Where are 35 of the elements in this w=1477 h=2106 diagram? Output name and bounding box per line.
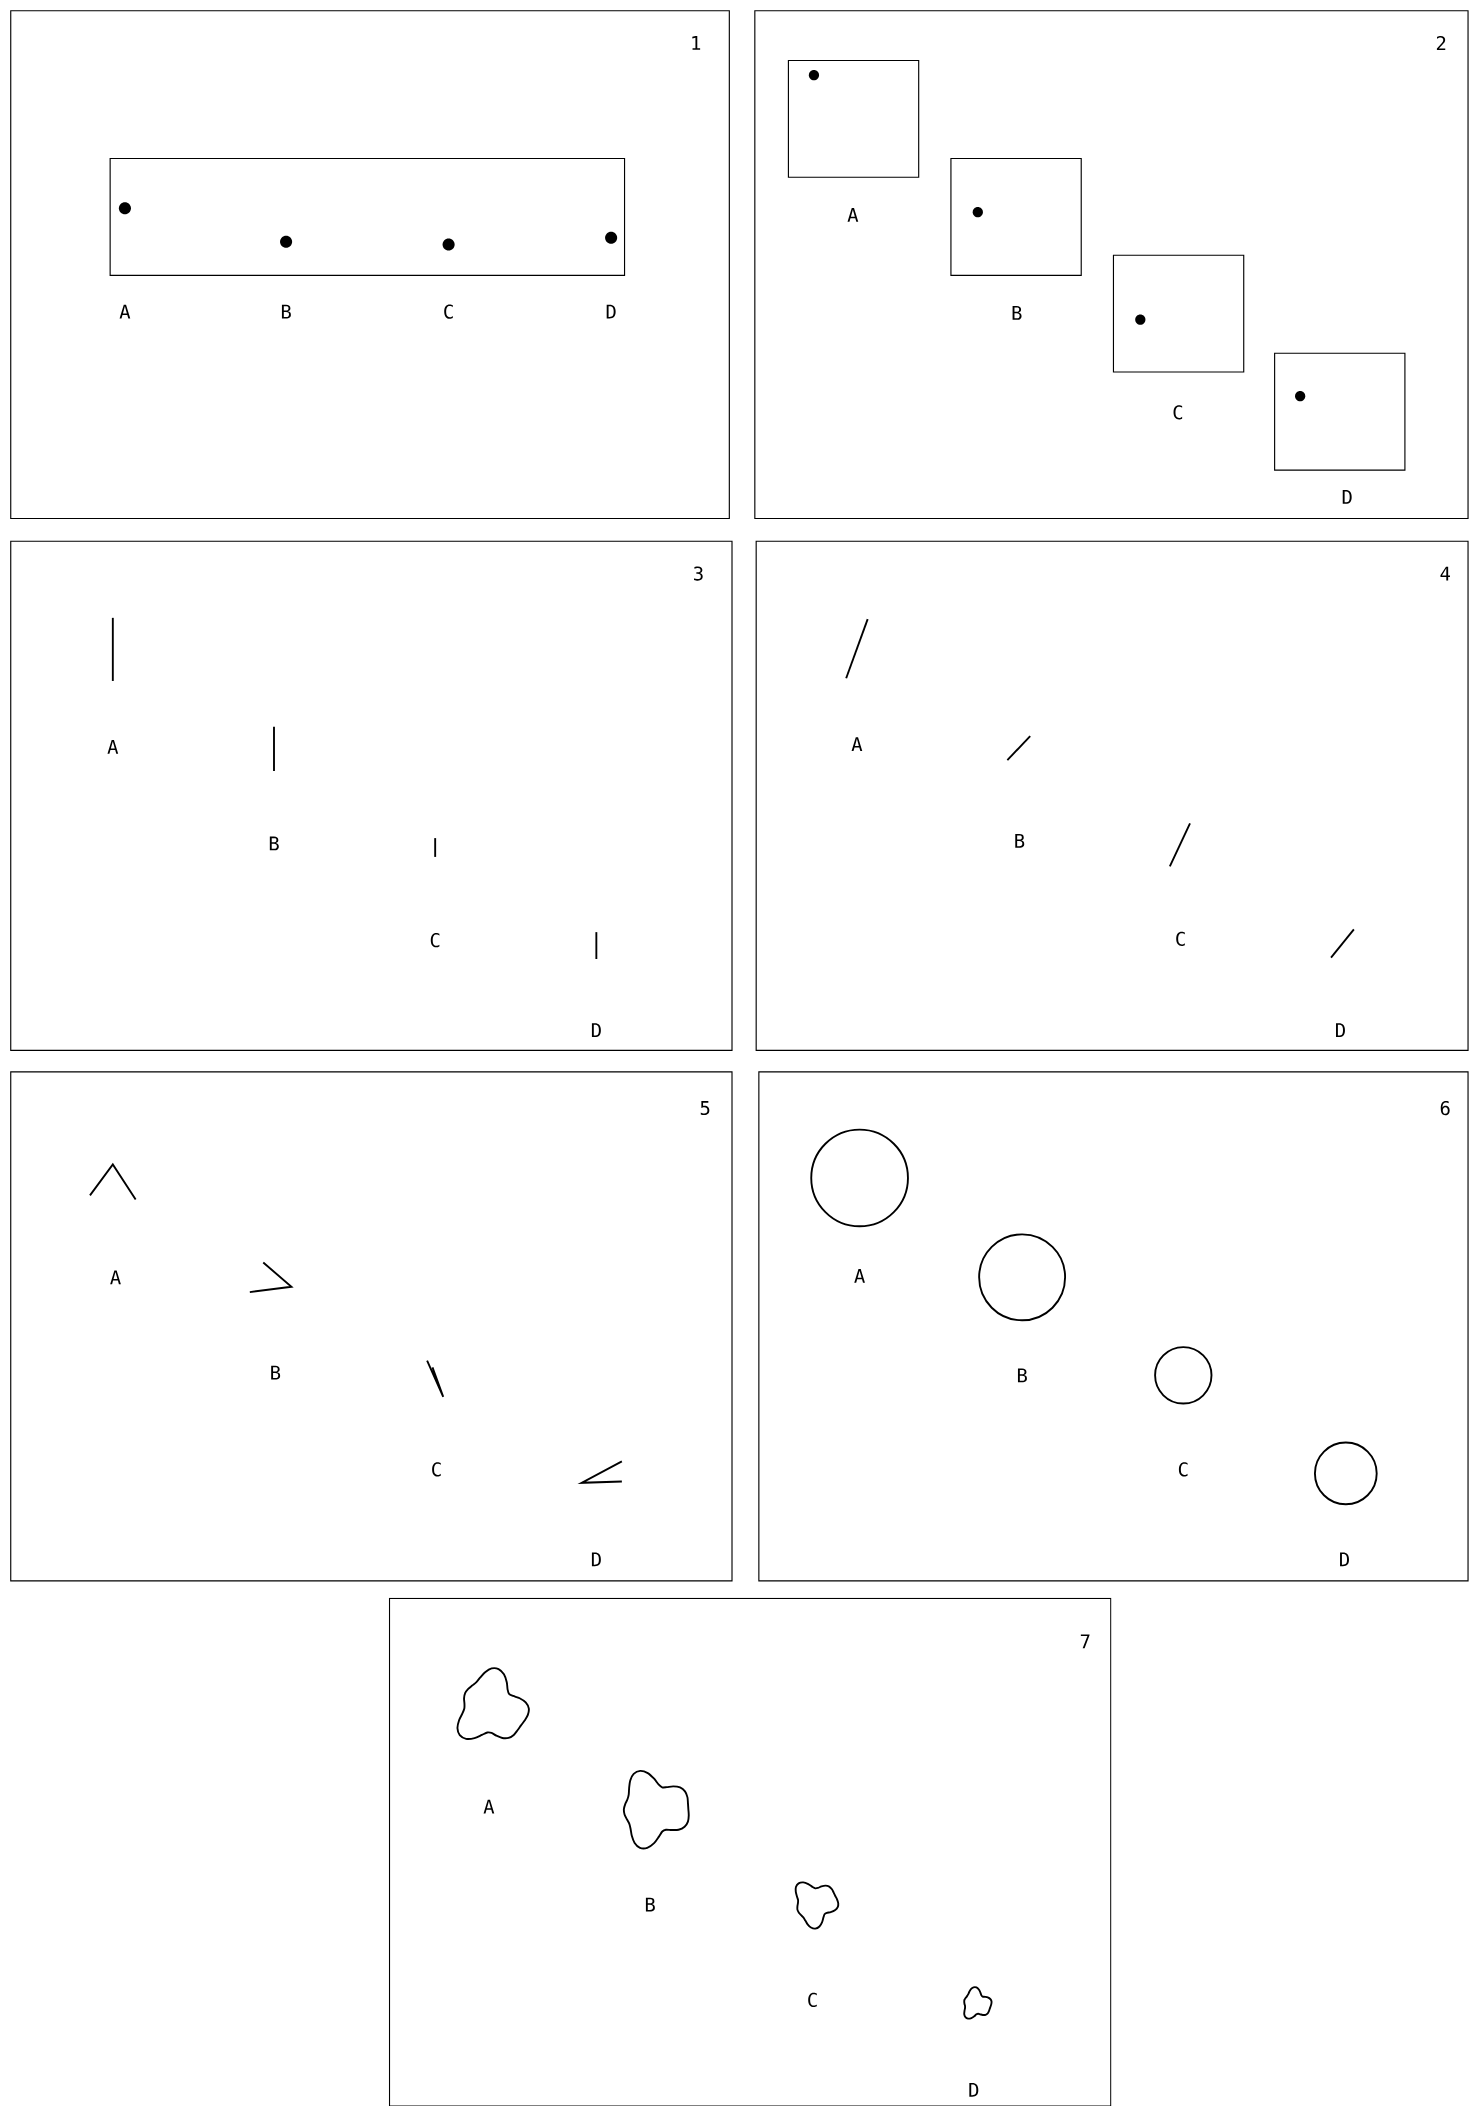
letter-label: A <box>483 1799 495 1814</box>
letter-label: D <box>1339 1552 1349 1567</box>
letter-label: D <box>969 2083 979 2097</box>
letter-label: C <box>1173 405 1182 420</box>
letter-label: B <box>269 836 279 851</box>
letter-label: D <box>591 1023 601 1038</box>
letter-label: D <box>606 304 616 319</box>
panel-number: 6 <box>1440 1100 1450 1116</box>
letter-label: C <box>431 1462 441 1477</box>
panel-number: 3 <box>693 566 703 581</box>
letter-label: B <box>281 304 291 319</box>
letter-label: C <box>1176 931 1185 946</box>
letter-label: C <box>430 933 440 948</box>
letter-label: A <box>847 208 859 222</box>
letter-label: B <box>271 1365 280 1380</box>
letter-label: D <box>1342 490 1352 504</box>
letter-label: C <box>444 304 453 319</box>
letter-label: B <box>1017 1368 1027 1383</box>
letter-label: C <box>1178 1462 1188 1477</box>
letter-label: B <box>1015 833 1025 848</box>
letter-label: A <box>119 304 131 319</box>
letter-label: A <box>109 1270 121 1285</box>
panel-number: 4 <box>1440 566 1450 581</box>
panel-number: 5 <box>700 1101 710 1116</box>
letter-label: D <box>591 1552 601 1567</box>
panel-number: 1 <box>692 36 700 50</box>
letter-label: B <box>1012 306 1022 320</box>
panel-number: 2 <box>1436 36 1446 50</box>
letter-label: B <box>645 1897 655 1912</box>
panel-number: 7 <box>1080 1634 1090 1649</box>
letter-label: C <box>808 1992 817 2008</box>
letter-label: A <box>107 739 118 754</box>
letter-label: A <box>851 737 863 751</box>
letter-label: D <box>1335 1023 1345 1038</box>
letter-label: A <box>854 1269 865 1283</box>
